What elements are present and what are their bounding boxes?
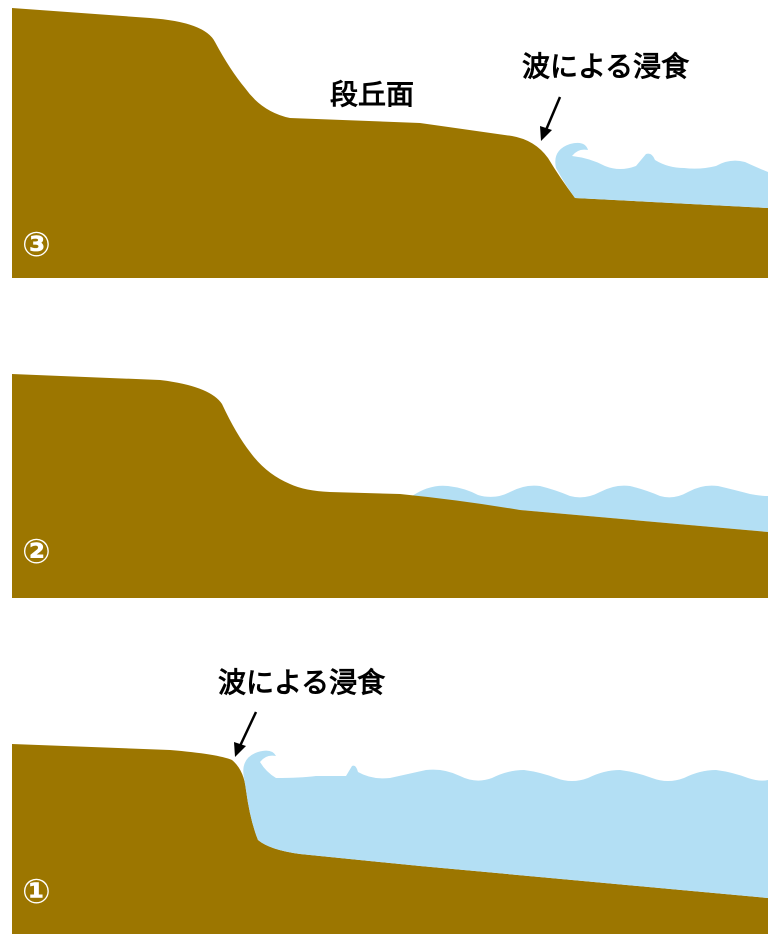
panel-2: ② [12,374,768,598]
panel-number-3: ③ [22,225,51,265]
panel-3: 段丘面 波による浸食 ③ [12,8,768,278]
sea-panel-2 [412,485,768,532]
panel-1: 波による浸食 ① [12,666,769,934]
wave-erosion-label-top: 波による浸食 [522,50,690,83]
sea-panel-1 [243,750,769,898]
panel-number-1: ① [22,872,51,912]
erosion-arrow-bottom [234,711,258,757]
panel-number-2: ② [22,532,51,572]
ground-panel-2 [12,374,768,598]
wave-erosion-label-bottom: 波による浸食 [218,666,386,699]
ground-panel-3 [12,8,768,278]
terrace-surface-label: 段丘面 [330,78,414,111]
erosion-arrow-top [540,96,562,141]
sea-panel-3 [555,142,768,208]
ground-panel-1 [12,744,768,934]
